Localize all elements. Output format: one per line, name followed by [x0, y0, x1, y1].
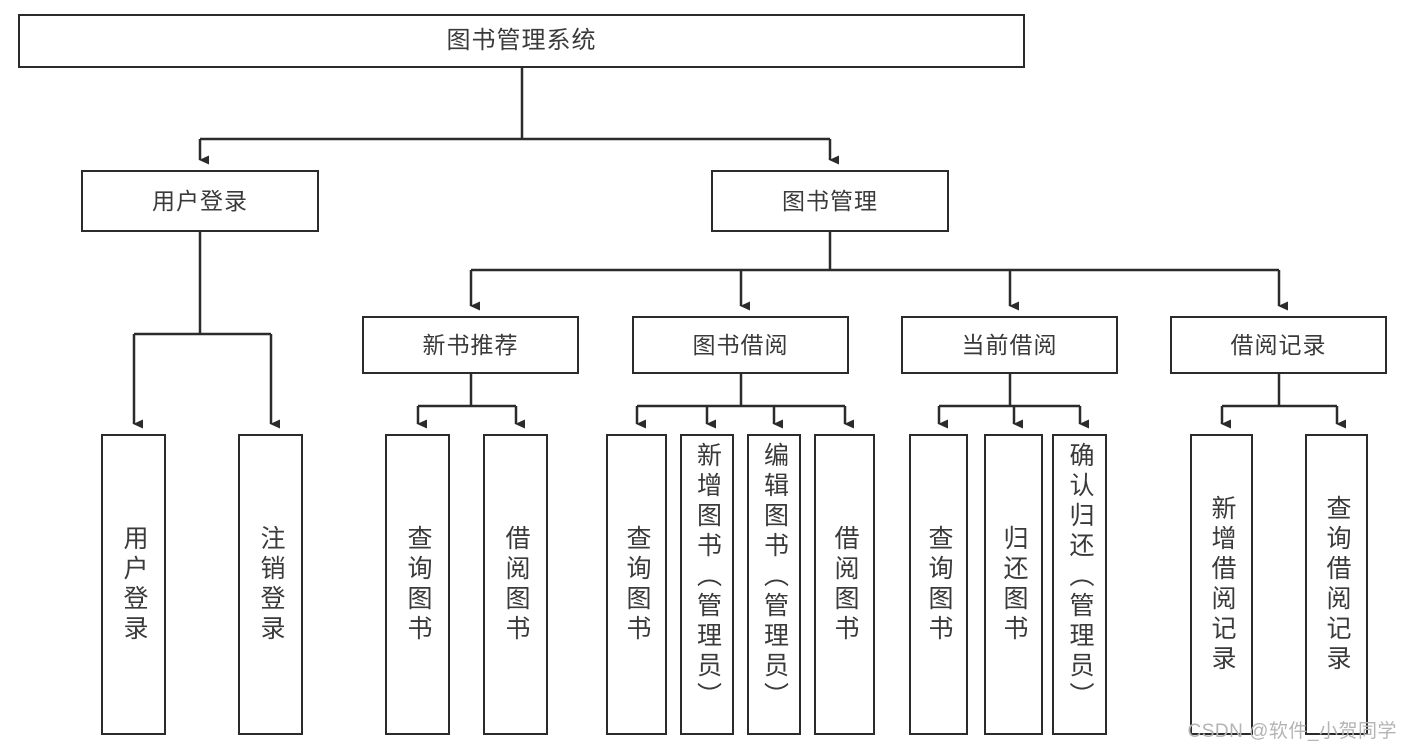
node-f6[interactable]: 新增图书（管理员） — [680, 434, 734, 735]
node-label-f12: 新增借阅记录 — [1208, 494, 1236, 675]
node-label-f4: 借阅图书 — [502, 524, 530, 645]
node-label-l2d: 借阅记录 — [1230, 331, 1327, 358]
node-f12[interactable]: 新增借阅记录 — [1190, 434, 1253, 735]
node-label-l1b: 图书管理 — [782, 187, 878, 214]
node-f13[interactable]: 查询借阅记录 — [1305, 434, 1368, 735]
node-f9[interactable]: 查询图书 — [909, 434, 968, 735]
node-label-f8: 借阅图书 — [831, 524, 859, 645]
node-label-f2: 注销登录 — [257, 524, 285, 645]
node-label-f13: 查询借阅记录 — [1323, 494, 1351, 675]
node-f10[interactable]: 归还图书 — [984, 434, 1043, 735]
node-label-f1: 用户登录 — [120, 524, 148, 645]
connector-group — [132, 68, 1346, 429]
watermark-text: CSDN @软件_小贺同学 — [1187, 721, 1397, 742]
node-f11[interactable]: 确认归还（管理员） — [1052, 434, 1107, 735]
node-l2a[interactable]: 新书推荐 — [362, 316, 579, 374]
node-f4[interactable]: 借阅图书 — [483, 434, 548, 735]
node-f7[interactable]: 编辑图书（管理员） — [747, 434, 801, 735]
node-label-l1a: 用户登录 — [152, 187, 248, 214]
node-l2b[interactable]: 图书借阅 — [632, 316, 849, 374]
node-label-f10: 归还图书 — [1000, 524, 1028, 645]
node-l1b[interactable]: 图书管理 — [711, 170, 949, 232]
node-f5[interactable]: 查询图书 — [606, 434, 667, 735]
node-label-f5: 查询图书 — [623, 524, 651, 645]
node-label-f11: 确认归还（管理员） — [1066, 442, 1094, 712]
node-label-f9: 查询图书 — [925, 524, 953, 645]
node-root[interactable]: 图书管理系统 — [18, 14, 1025, 68]
node-l1a[interactable]: 用户登录 — [81, 170, 319, 232]
node-label-l2c: 当前借阅 — [961, 331, 1058, 358]
node-label-f7: 编辑图书（管理员） — [760, 442, 789, 712]
node-f8[interactable]: 借阅图书 — [814, 434, 875, 735]
node-label-root: 图书管理系统 — [446, 27, 597, 55]
node-l2d[interactable]: 借阅记录 — [1170, 316, 1387, 374]
node-f1[interactable]: 用户登录 — [101, 434, 166, 735]
node-label-f3: 查询图书 — [404, 524, 432, 645]
node-label-l2b: 图书借阅 — [692, 331, 789, 358]
node-l2c[interactable]: 当前借阅 — [901, 316, 1118, 374]
node-label-l2a: 新书推荐 — [422, 331, 519, 358]
node-f2[interactable]: 注销登录 — [238, 434, 303, 735]
node-f3[interactable]: 查询图书 — [385, 434, 450, 735]
node-label-f6: 新增图书（管理员） — [693, 442, 722, 712]
